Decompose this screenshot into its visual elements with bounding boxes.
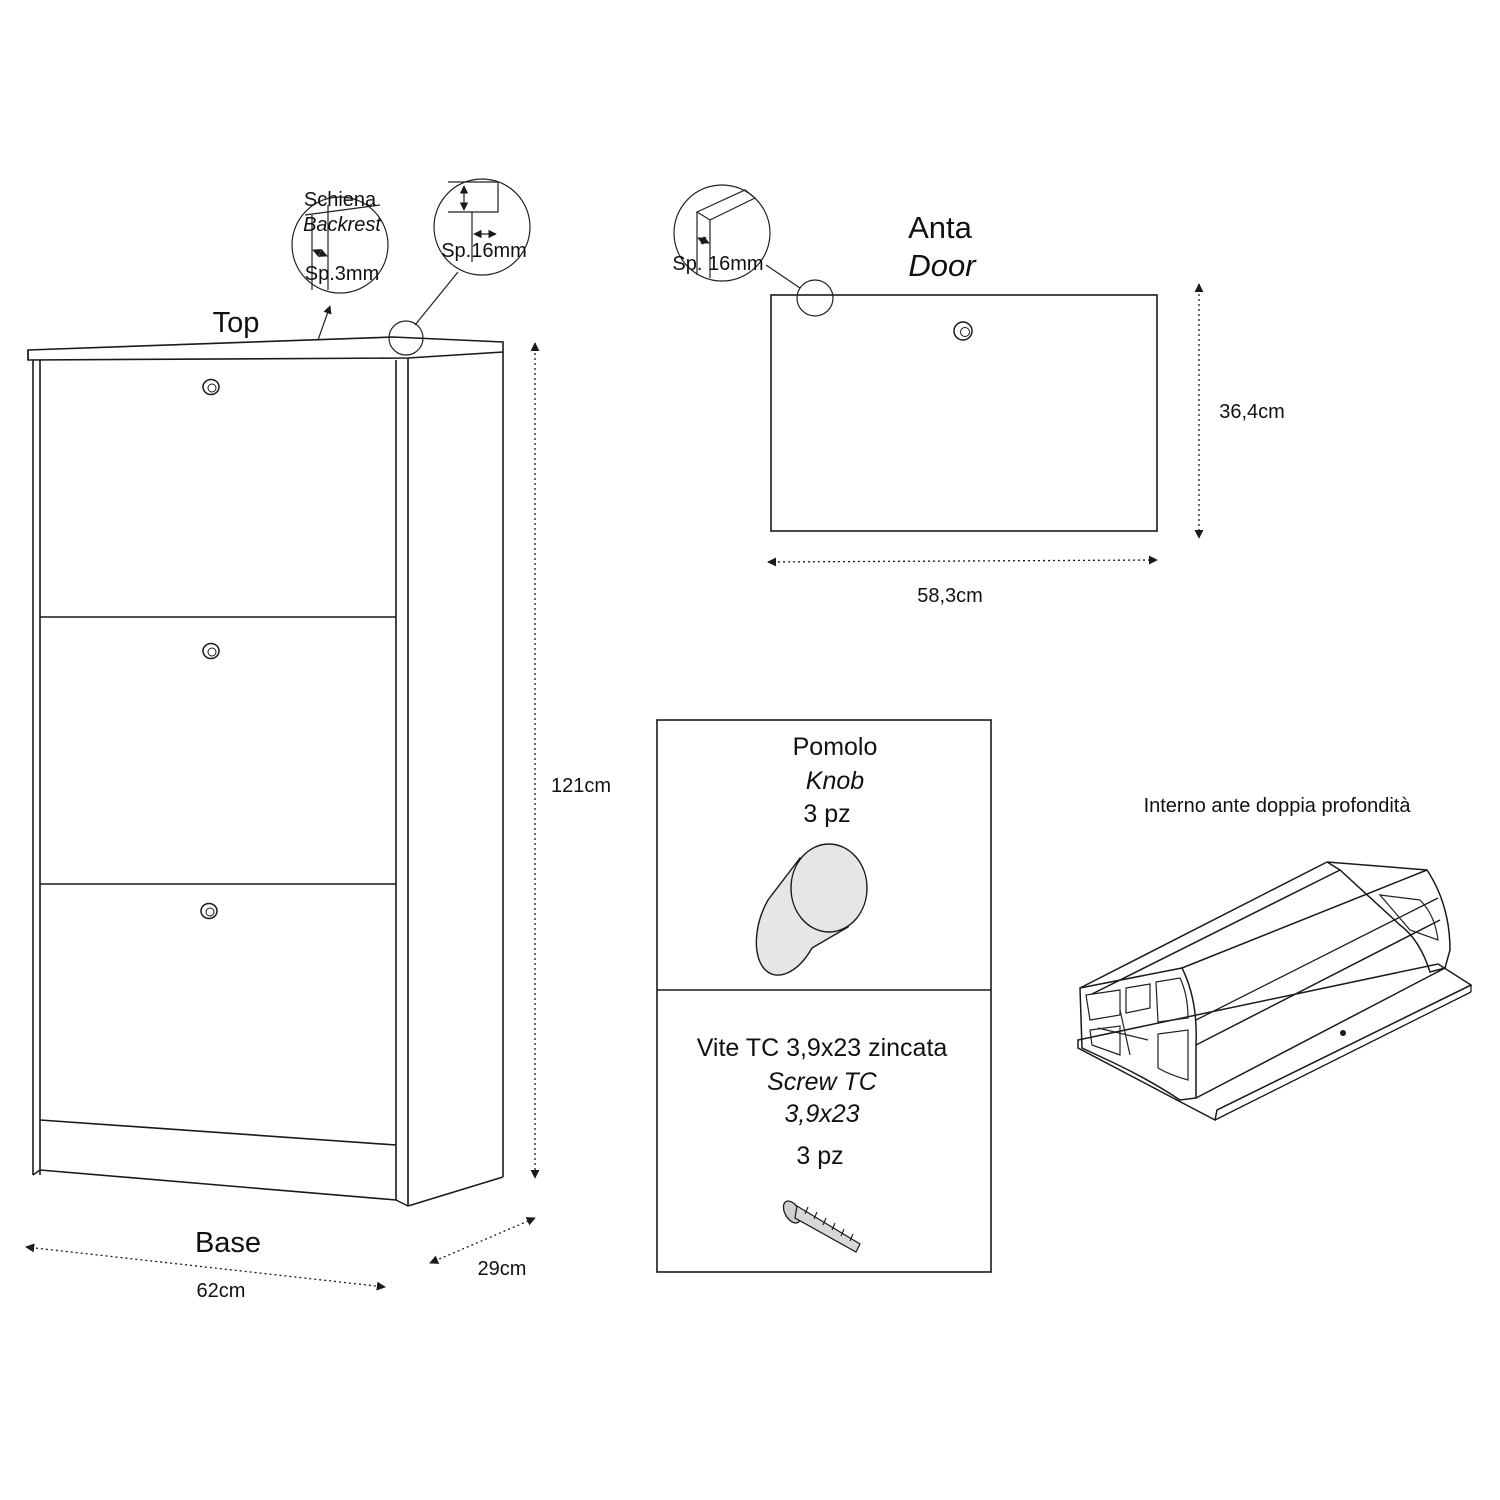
- door-width: 58,3cm: [917, 585, 983, 607]
- door-bottom-edge: [39, 1119, 397, 1146]
- interior-base-bottom: [1214, 991, 1472, 1121]
- screw-size: 3,9x23: [784, 1100, 859, 1128]
- interior-rail-bottom: [1195, 967, 1446, 1099]
- backrest-thickness: Sp.3mm: [305, 263, 379, 285]
- top-panel-profile: [448, 181, 499, 262]
- backrest-label-en: Backrest: [303, 214, 382, 236]
- interior-rail-lower: [1195, 919, 1441, 1046]
- cabinet-depth: 29cm: [478, 1258, 527, 1280]
- backrest-thickness-arrow: [312, 249, 328, 257]
- door-edge-top: [695, 189, 757, 221]
- door-label-en: Door: [908, 248, 977, 283]
- door-width-dimension-line: [767, 555, 1158, 567]
- screw-part-icon: [782, 1200, 861, 1253]
- backrest-detail: Schiena Backrest Sp.3mm: [291, 189, 389, 341]
- interior-cross-1: [1097, 1027, 1149, 1041]
- door-3-knob-inner: [205, 907, 215, 917]
- interior-front-cutouts-top: [1085, 977, 1189, 1023]
- parts-box-frame: [656, 719, 992, 1273]
- door-2-knob-inner: [207, 647, 217, 657]
- door-panel: [770, 294, 1158, 532]
- interior-rail-top-front: [1079, 861, 1328, 989]
- top-detail-leader: [414, 271, 459, 326]
- door-label-it: Anta: [908, 210, 973, 245]
- door-drawing: Anta Door Sp. 16mm 36,4cm 58,3cm: [672, 184, 1285, 607]
- interior-drawing: Interno ante doppia profondità: [1077, 795, 1473, 1122]
- knob-qty: 3 pz: [803, 800, 850, 828]
- interior-back-frame: [1326, 861, 1451, 973]
- interior-front-cutouts-bottom: [1089, 1025, 1189, 1081]
- cabinet-top-slab: [27, 336, 504, 361]
- backrest-label-it: Schiena: [304, 189, 377, 211]
- interior-front-frame: [1079, 967, 1197, 1101]
- top-corner-circle: [388, 320, 424, 356]
- interior-shelf-edge: [1195, 897, 1439, 1021]
- interior-base-edge: [1216, 984, 1472, 1111]
- knob-part-icon: [755, 843, 868, 976]
- cabinet-dimensions: 121cm Base 62cm 29cm: [25, 342, 611, 1302]
- door-knob-inner: [960, 327, 970, 337]
- screw-name-it: Vite TC 3,9x23 zincata: [697, 1034, 948, 1062]
- top-detail-circle: [433, 178, 531, 276]
- parts-box: Pomolo Knob 3 pz Vite TC 3,9x23 zincata …: [656, 719, 992, 1273]
- cabinet-width: 62cm: [197, 1280, 246, 1302]
- cabinet-drawing: [27, 336, 504, 1207]
- interior-rail-top-back: [1091, 869, 1341, 995]
- interior-back-cutout: [1378, 894, 1439, 941]
- top-thickness: Sp.16mm: [441, 240, 527, 262]
- width-dimension-line: [25, 1243, 386, 1291]
- base-label: Base: [195, 1227, 261, 1259]
- door-height: 36,4cm: [1219, 401, 1285, 423]
- interior-caption: Interno ante doppia profondità: [1144, 795, 1412, 817]
- interior-cross-2: [1119, 1009, 1131, 1056]
- door-thickness: Sp. 16mm: [672, 253, 763, 275]
- top-label: Top: [213, 307, 260, 339]
- interior-rail-upper: [1181, 869, 1428, 969]
- door-detail-circle: [673, 184, 771, 282]
- top-detail: Sp.16mm: [388, 178, 531, 356]
- backrest-leader: [317, 305, 332, 341]
- cabinet-height: 121cm: [551, 775, 611, 797]
- door-thickness-arrow: [697, 236, 710, 245]
- backrest-panel-top: [304, 204, 381, 216]
- interior-hole: [1340, 1030, 1346, 1036]
- knob-name-it: Pomolo: [793, 733, 878, 761]
- interior-base-board: [1077, 963, 1473, 1122]
- door-detail-leader: [765, 264, 801, 289]
- plinth-corner: [32, 1169, 41, 1176]
- plinth-bottom: [39, 1169, 397, 1201]
- backrest-detail-circle: [291, 196, 389, 294]
- knob-name-en: Knob: [806, 767, 864, 795]
- cabinet-side-corner: [395, 1199, 409, 1207]
- screw-qty: 3 pz: [796, 1142, 843, 1170]
- door-1-knob-inner: [207, 383, 217, 393]
- cabinet-side-bottom: [407, 1176, 504, 1207]
- depth-dimension-line: [429, 1217, 536, 1264]
- door-corner-circle: [796, 279, 834, 317]
- screw-name-en: Screw TC: [767, 1068, 878, 1096]
